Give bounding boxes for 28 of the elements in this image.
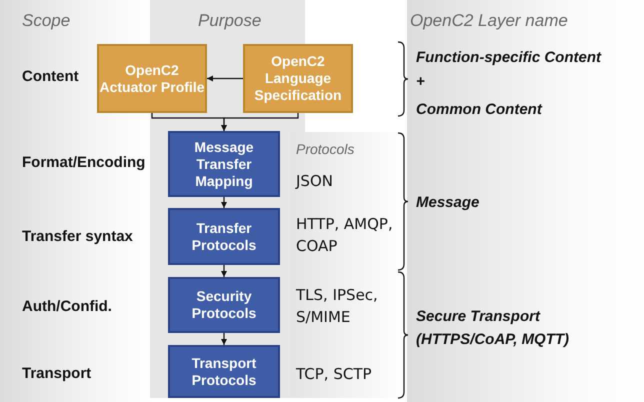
row-label: Auth/Confid. xyxy=(22,297,113,317)
column-heading: OpenC2 Layer name xyxy=(410,10,569,32)
arrow xyxy=(221,265,227,277)
content-box: OpenC2 Actuator Profile xyxy=(97,44,207,113)
row-label: Transport xyxy=(22,364,92,384)
column-heading: Purpose xyxy=(198,10,262,32)
layer-name: + xyxy=(416,72,426,92)
process-box: Security Protocols xyxy=(168,277,280,333)
row-label: Format/Encoding xyxy=(22,153,146,173)
arrow xyxy=(221,113,299,131)
layer-name: Message xyxy=(416,193,480,213)
column-heading: Scope xyxy=(22,10,72,32)
arrow xyxy=(221,333,227,345)
arrow xyxy=(221,197,227,208)
process-box: Message Transfer Mapping xyxy=(168,131,280,197)
row-label: Transfer syntax xyxy=(22,227,134,247)
protocol-text: JSON xyxy=(296,171,334,192)
process-box: Transport Protocols xyxy=(168,345,280,398)
layer-name: Function-specific Content xyxy=(416,48,602,68)
column-heading: Protocols xyxy=(296,140,356,159)
layer-name: Secure Transport (HTTPS/CoAP, MQTT) xyxy=(416,307,570,350)
process-box: Transfer Protocols xyxy=(168,208,280,265)
content-box: OpenC2 Language Specification xyxy=(243,44,353,113)
protocol-text: TCP, SCTP xyxy=(296,364,373,385)
protocol-text: HTTP, AMQP, COAP xyxy=(296,214,394,257)
arrow xyxy=(207,76,243,82)
protocol-text: TLS, IPSec, S/MIME xyxy=(296,285,379,328)
layer-name: Common Content xyxy=(416,100,544,120)
